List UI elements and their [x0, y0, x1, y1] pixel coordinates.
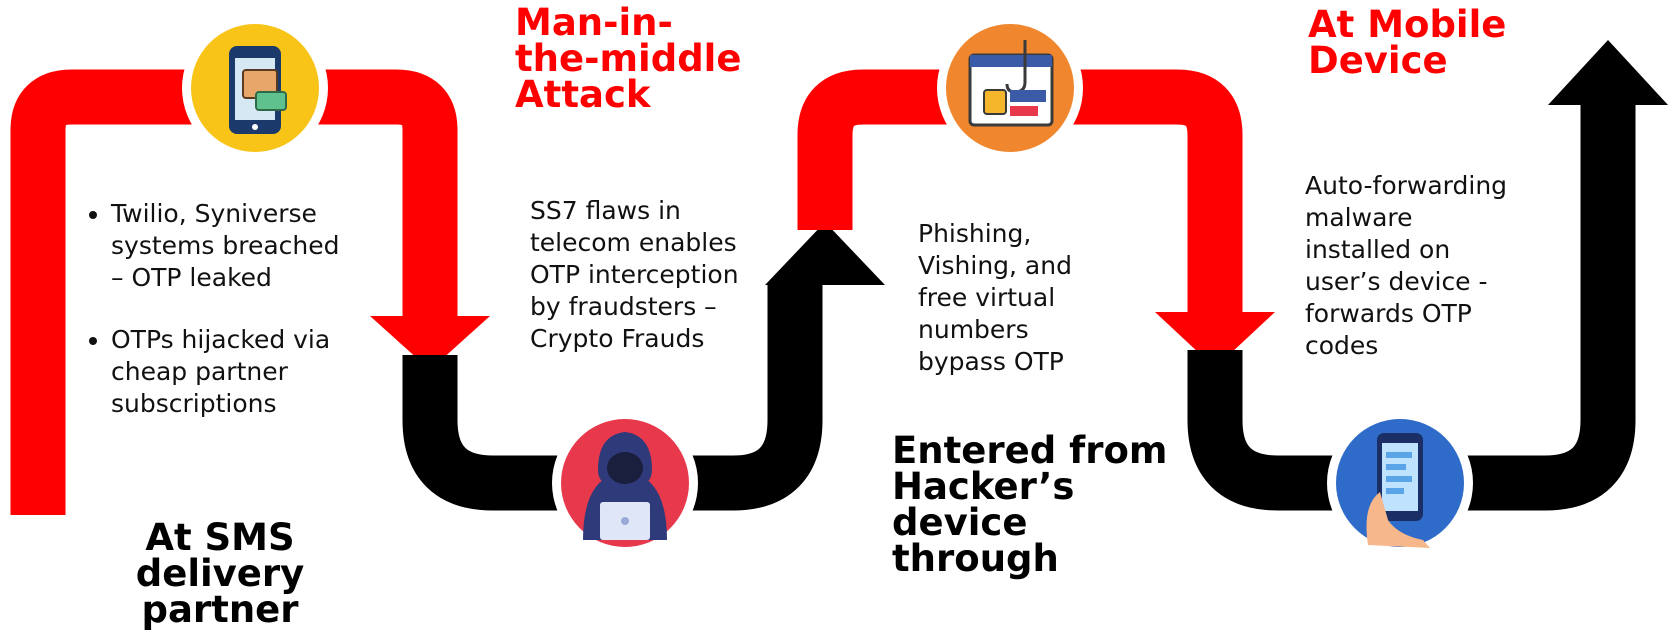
flow-diagram — [10, 15, 1668, 556]
stage-1-title: At SMS delivery partner — [135, 516, 305, 631]
stage-4-description: Auto-forwarding malware installed on use… — [1305, 171, 1508, 360]
stage-4-title: At Mobile Device — [1308, 3, 1507, 82]
arrow-down-1 — [370, 316, 490, 370]
stage-2-description: SS7 flaws in telecom enables OTP interce… — [530, 196, 739, 353]
stage-1-point-1: Twilio, Syniverse systems breached – OTP… — [111, 198, 345, 294]
hacker-icon — [552, 410, 698, 556]
smartphone-sms-icon — [182, 15, 328, 161]
arrow-up-2 — [765, 222, 885, 285]
stage-1-points: Twilio, Syniverse systems breached – OTP… — [85, 198, 345, 450]
stage-3-description: Phishing, Vishing, and free virtual numb… — [918, 219, 1072, 376]
stage-1-point-2: OTPs hijacked via cheap partner subscrip… — [111, 324, 345, 420]
hand-holding-phone-icon — [1327, 410, 1473, 556]
stage-2-title: Man-in-the-middle Attack — [515, 1, 742, 116]
arrow-up-4 — [1548, 40, 1668, 105]
phishing-hook-icon — [937, 15, 1083, 161]
arrow-down-3 — [1155, 312, 1275, 368]
stage-3-title: Entered from Hacker’s device through — [892, 429, 1168, 580]
